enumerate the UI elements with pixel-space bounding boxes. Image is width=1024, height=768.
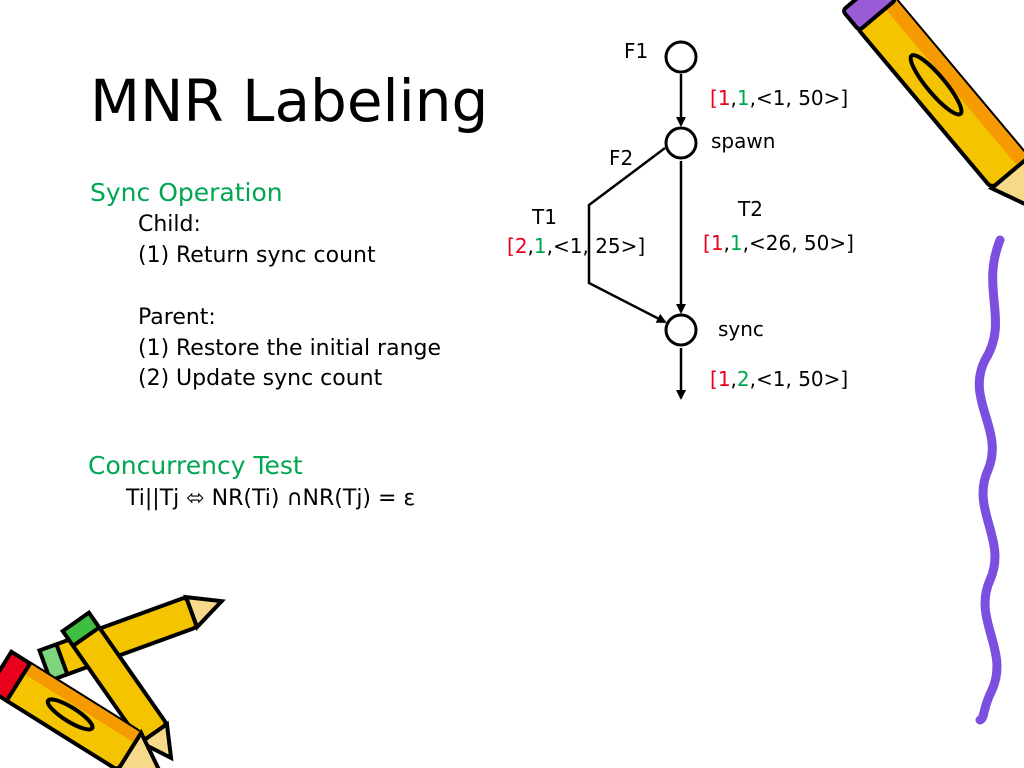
- range-label-t2: [1,1,<26, 50>]: [703, 231, 854, 255]
- range-label-top: [1,1,<1, 50>]: [710, 86, 848, 110]
- range-a: 2: [515, 234, 528, 258]
- parent-item: (1)Restore the initial range: [138, 335, 441, 363]
- parent-item-text: Restore the initial range: [176, 336, 442, 361]
- sync-label: sync: [718, 317, 764, 341]
- range-sep: ,: [731, 86, 737, 110]
- range-sep: ,: [731, 367, 737, 391]
- range-sep: ,: [528, 234, 534, 258]
- child-item: (1)Return sync count: [138, 242, 376, 270]
- concurrency-formula: Ti||Tj ⬄ NR(Ti) ∩NR(Tj) = ε: [126, 486, 416, 511]
- range-label-bottom: [1,2,<1, 50>]: [710, 367, 848, 391]
- edge-t1-branch: [587, 147, 667, 324]
- pencil-icon: [842, 0, 1024, 217]
- child-item-number: (1): [138, 243, 170, 268]
- parent-item: (2)Update sync count: [138, 365, 382, 393]
- range-open: [: [710, 367, 718, 391]
- wavy-line: [974, 235, 1005, 725]
- parent-item-text: Update sync count: [176, 366, 383, 391]
- range-b: 1: [534, 234, 547, 258]
- range-b: 1: [737, 86, 750, 110]
- node-sync: [664, 313, 698, 347]
- concurrency-test-heading: Concurrency Test: [88, 451, 303, 480]
- node-f1: [664, 40, 698, 74]
- range-rest: ,<1, 50>]: [750, 367, 849, 391]
- range-open: [: [507, 234, 515, 258]
- child-label: Child:: [138, 212, 201, 237]
- range-rest: ,<1, 50>]: [750, 86, 849, 110]
- range-open: [: [703, 231, 711, 255]
- t2-label: T2: [737, 197, 763, 221]
- slide-title: MNR Labeling: [90, 67, 489, 135]
- range-a: 1: [718, 86, 731, 110]
- range-b: 2: [737, 367, 750, 391]
- parent-item-number: (2): [138, 366, 170, 391]
- parent-item-number: (1): [138, 336, 170, 361]
- range-a: 1: [711, 231, 724, 255]
- range-rest: ,<1, 25>]: [547, 234, 646, 258]
- node-spawn: [664, 126, 698, 160]
- range-a: 1: [718, 367, 731, 391]
- sync-operation-heading: Sync Operation: [90, 178, 283, 207]
- range-open: [: [710, 86, 718, 110]
- f2-label: F2: [609, 146, 633, 170]
- range-label-t1: [2,1,<1, 25>]: [507, 234, 645, 258]
- spawn-label: spawn: [711, 129, 775, 153]
- range-b: 1: [730, 231, 743, 255]
- range-sep: ,: [724, 231, 730, 255]
- t1-label: T1: [531, 205, 557, 229]
- child-item-text: Return sync count: [176, 243, 376, 268]
- range-rest: ,<26, 50>]: [743, 231, 854, 255]
- parent-label: Parent:: [138, 305, 216, 330]
- pencils-icon: [0, 594, 226, 768]
- f1-label: F1: [624, 39, 648, 63]
